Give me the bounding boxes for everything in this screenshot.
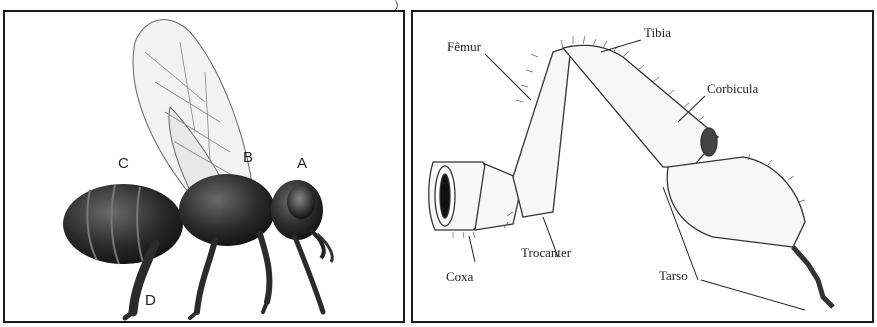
label-tibia: Tibia (644, 25, 671, 41)
label-coxa: Coxa (446, 269, 473, 285)
label-d: D (145, 292, 156, 309)
femur-segment (513, 46, 571, 217)
bee-abdomen (63, 184, 183, 264)
tarsal-chain (793, 247, 833, 307)
label-b: B (243, 149, 253, 166)
label-femur: Fêmur (447, 39, 481, 55)
tarso-segment (667, 157, 805, 247)
label-c: C (118, 155, 129, 172)
bee-side-view-illustration (5, 12, 403, 321)
bee-hind-leg-illustration (413, 12, 872, 321)
label-a: A (297, 155, 307, 172)
bee-leg-figure-panel: Fêmur Tibia Corbicula Coxa Trocanter Tar… (411, 10, 874, 323)
bee-figure-panel: A B C D (3, 10, 405, 323)
label-tarso: Tarso (659, 268, 688, 284)
corbicula-detail (701, 128, 717, 156)
label-trocanter: Trocanter (521, 245, 571, 261)
leg-segments (429, 45, 833, 307)
label-corbicula: Corbicula (707, 81, 758, 97)
